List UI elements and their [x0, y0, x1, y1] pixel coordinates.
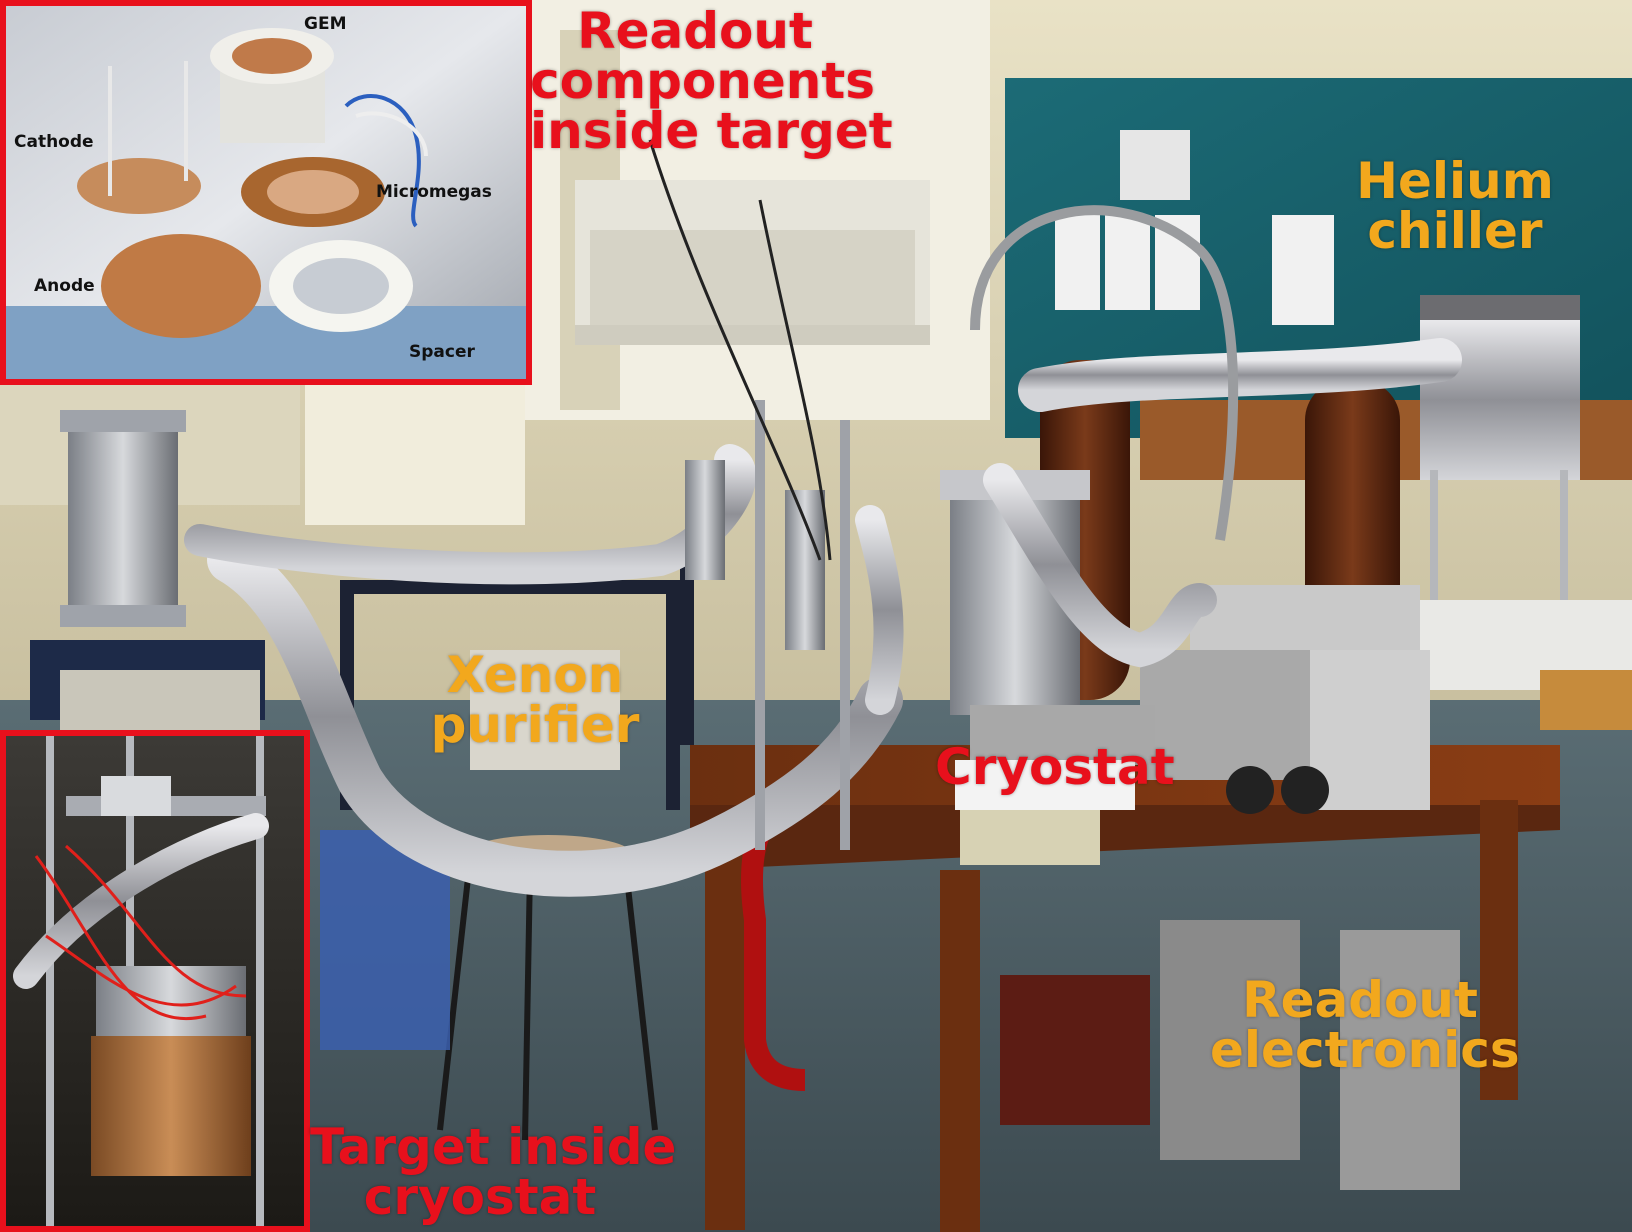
readout-components-photo [6, 6, 526, 379]
readout-components-label: Readout components inside target [530, 2, 893, 160]
cathode-label: Cathode [14, 132, 94, 152]
xenon-purifier-label: Xenon purifier [430, 646, 640, 754]
readout-components-inset: GEM Cathode Micromegas Anode Spacer [0, 0, 532, 385]
target-inside-cryostat-inset [0, 730, 310, 1232]
spacer-label: Spacer [409, 342, 475, 362]
helium-chiller-label: Helium chiller [1356, 152, 1554, 260]
micromegas-label: Micromegas [376, 182, 492, 202]
target-inside-cryostat-label: Target inside cryostat [310, 1118, 677, 1226]
cryostat-label: Cryostat [935, 738, 1175, 796]
target-photo [6, 736, 304, 1226]
anode-label: Anode [34, 276, 95, 296]
readout-electronics-label: Readout electronics [1210, 971, 1520, 1079]
gem-label: GEM [304, 14, 347, 34]
